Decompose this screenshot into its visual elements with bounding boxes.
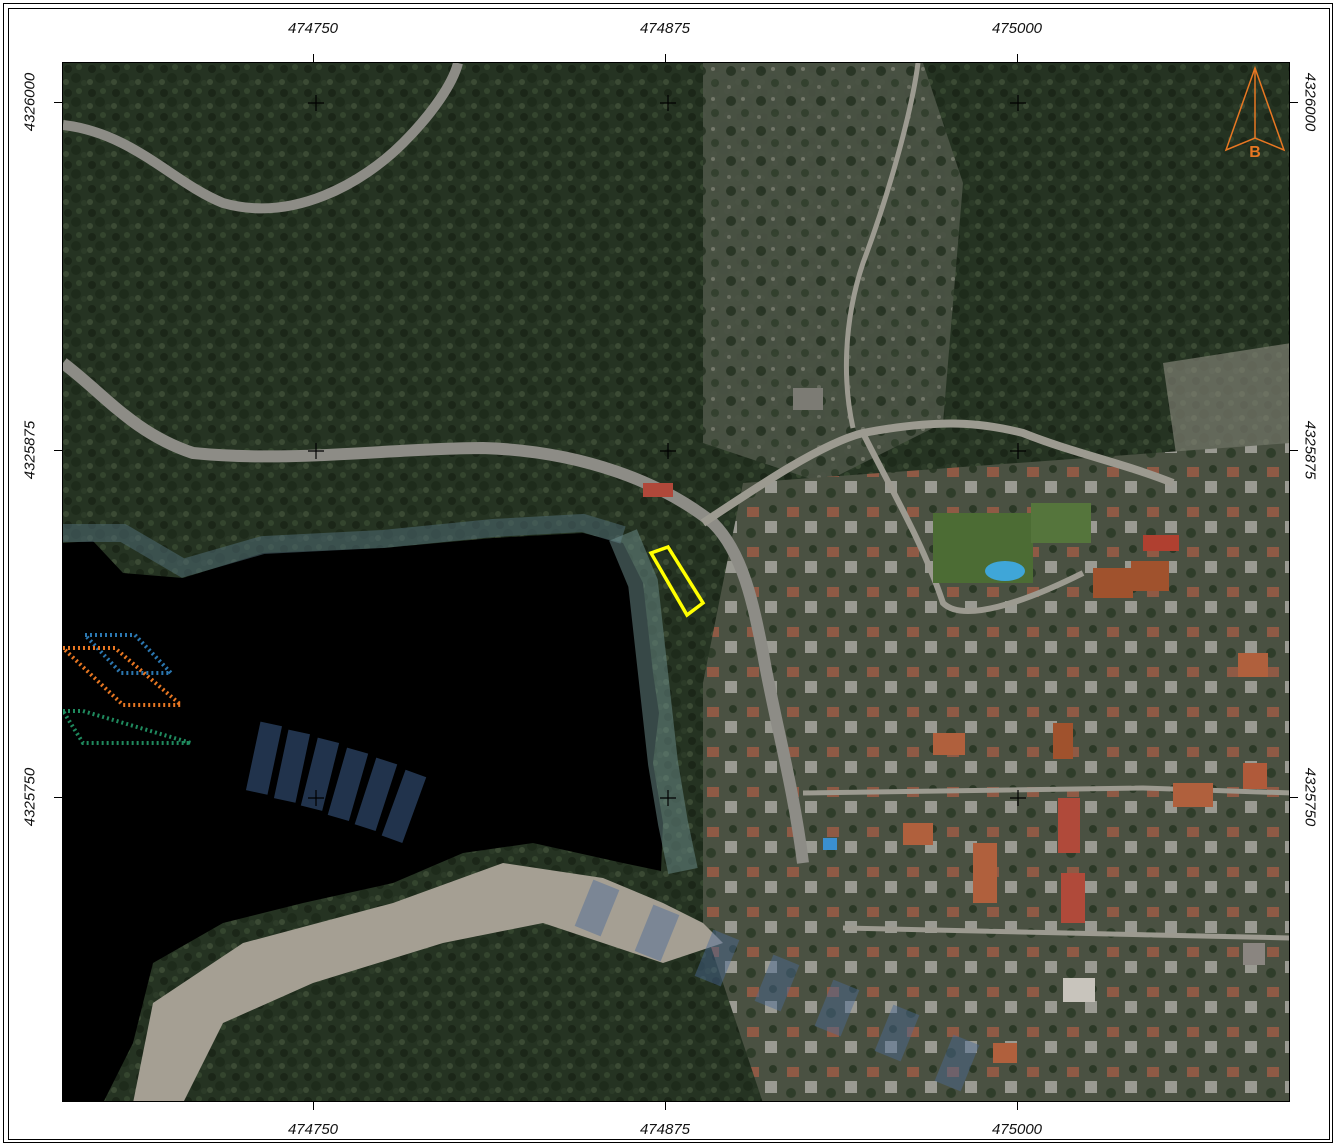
tick-right-3 [1290,797,1298,798]
road-pool [860,431,1085,614]
tick-bottom-2 [665,1102,666,1110]
northing-label-right-1: 4326000 [1301,72,1319,132]
tick-left-2 [54,450,62,451]
highlight-polygon[interactable] [648,544,706,618]
road-village [802,785,1289,796]
shallow-water [63,513,626,578]
tick-bottom-1 [313,1102,314,1110]
building-roof [993,1043,1017,1063]
northing-label-left-3: 4325750 [21,767,39,827]
building-roof [1243,763,1267,789]
clearing-area [703,63,963,483]
northing-label-left-2: 4325875 [21,420,39,480]
lawn-area-2 [1031,503,1091,543]
tick-left-1 [54,102,62,103]
north-arrow-icon [1224,65,1286,152]
road-east [700,419,1175,527]
blurred-place-name-2 [574,879,980,1092]
tick-top-3 [1017,54,1018,62]
building-roof [643,483,673,497]
north-arrow: B [1222,64,1288,164]
building-roof [1061,873,1085,923]
swimming-pool [985,561,1025,581]
ruin-building [793,388,823,410]
building-roof [1143,535,1179,551]
small-pool [823,838,837,850]
building-roof [1053,723,1073,759]
harbour-quay [133,863,723,1101]
building-roof [1243,943,1265,965]
building-roof [1058,798,1080,853]
map-frame-inner [8,8,1330,1140]
easting-label-top-1: 474750 [287,20,339,37]
northing-label-left-1: 4326000 [21,72,39,132]
beach-water [609,529,698,875]
tick-top-1 [313,54,314,62]
aerial-map-canvas [63,63,1289,1101]
building-roof [933,733,965,755]
tick-top-2 [665,54,666,62]
building-roof [903,823,933,845]
building-roof [973,843,997,903]
easting-label-bottom-3: 475000 [991,1121,1043,1138]
building-roof [1173,783,1213,807]
tick-right-1 [1290,102,1298,103]
northing-label-right-2: 4325875 [1301,420,1319,480]
tick-right-2 [1290,450,1298,451]
building-roof [1093,568,1133,598]
building-roof [1238,653,1268,677]
easting-label-top-3: 475000 [991,20,1043,37]
easting-label-bottom-1: 474750 [287,1121,339,1138]
northing-label-right-3: 4325750 [1301,767,1319,827]
building-roof [1131,561,1169,591]
tick-left-3 [54,797,62,798]
tick-bottom-3 [1017,1102,1018,1110]
road-north [63,63,463,214]
road-south [842,925,1289,941]
map-frame-outer [3,3,1333,1143]
easting-label-bottom-2: 474875 [639,1121,691,1138]
track-north [843,63,921,429]
grid-crosses [308,95,1026,806]
easting-label-top-2: 474875 [639,20,691,37]
building-roof [1063,978,1095,1002]
north-arrow-letter: B [1249,144,1261,161]
road-coastal [63,358,809,864]
aerial-map[interactable] [62,62,1290,1102]
blurred-place-name-1 [245,721,427,843]
